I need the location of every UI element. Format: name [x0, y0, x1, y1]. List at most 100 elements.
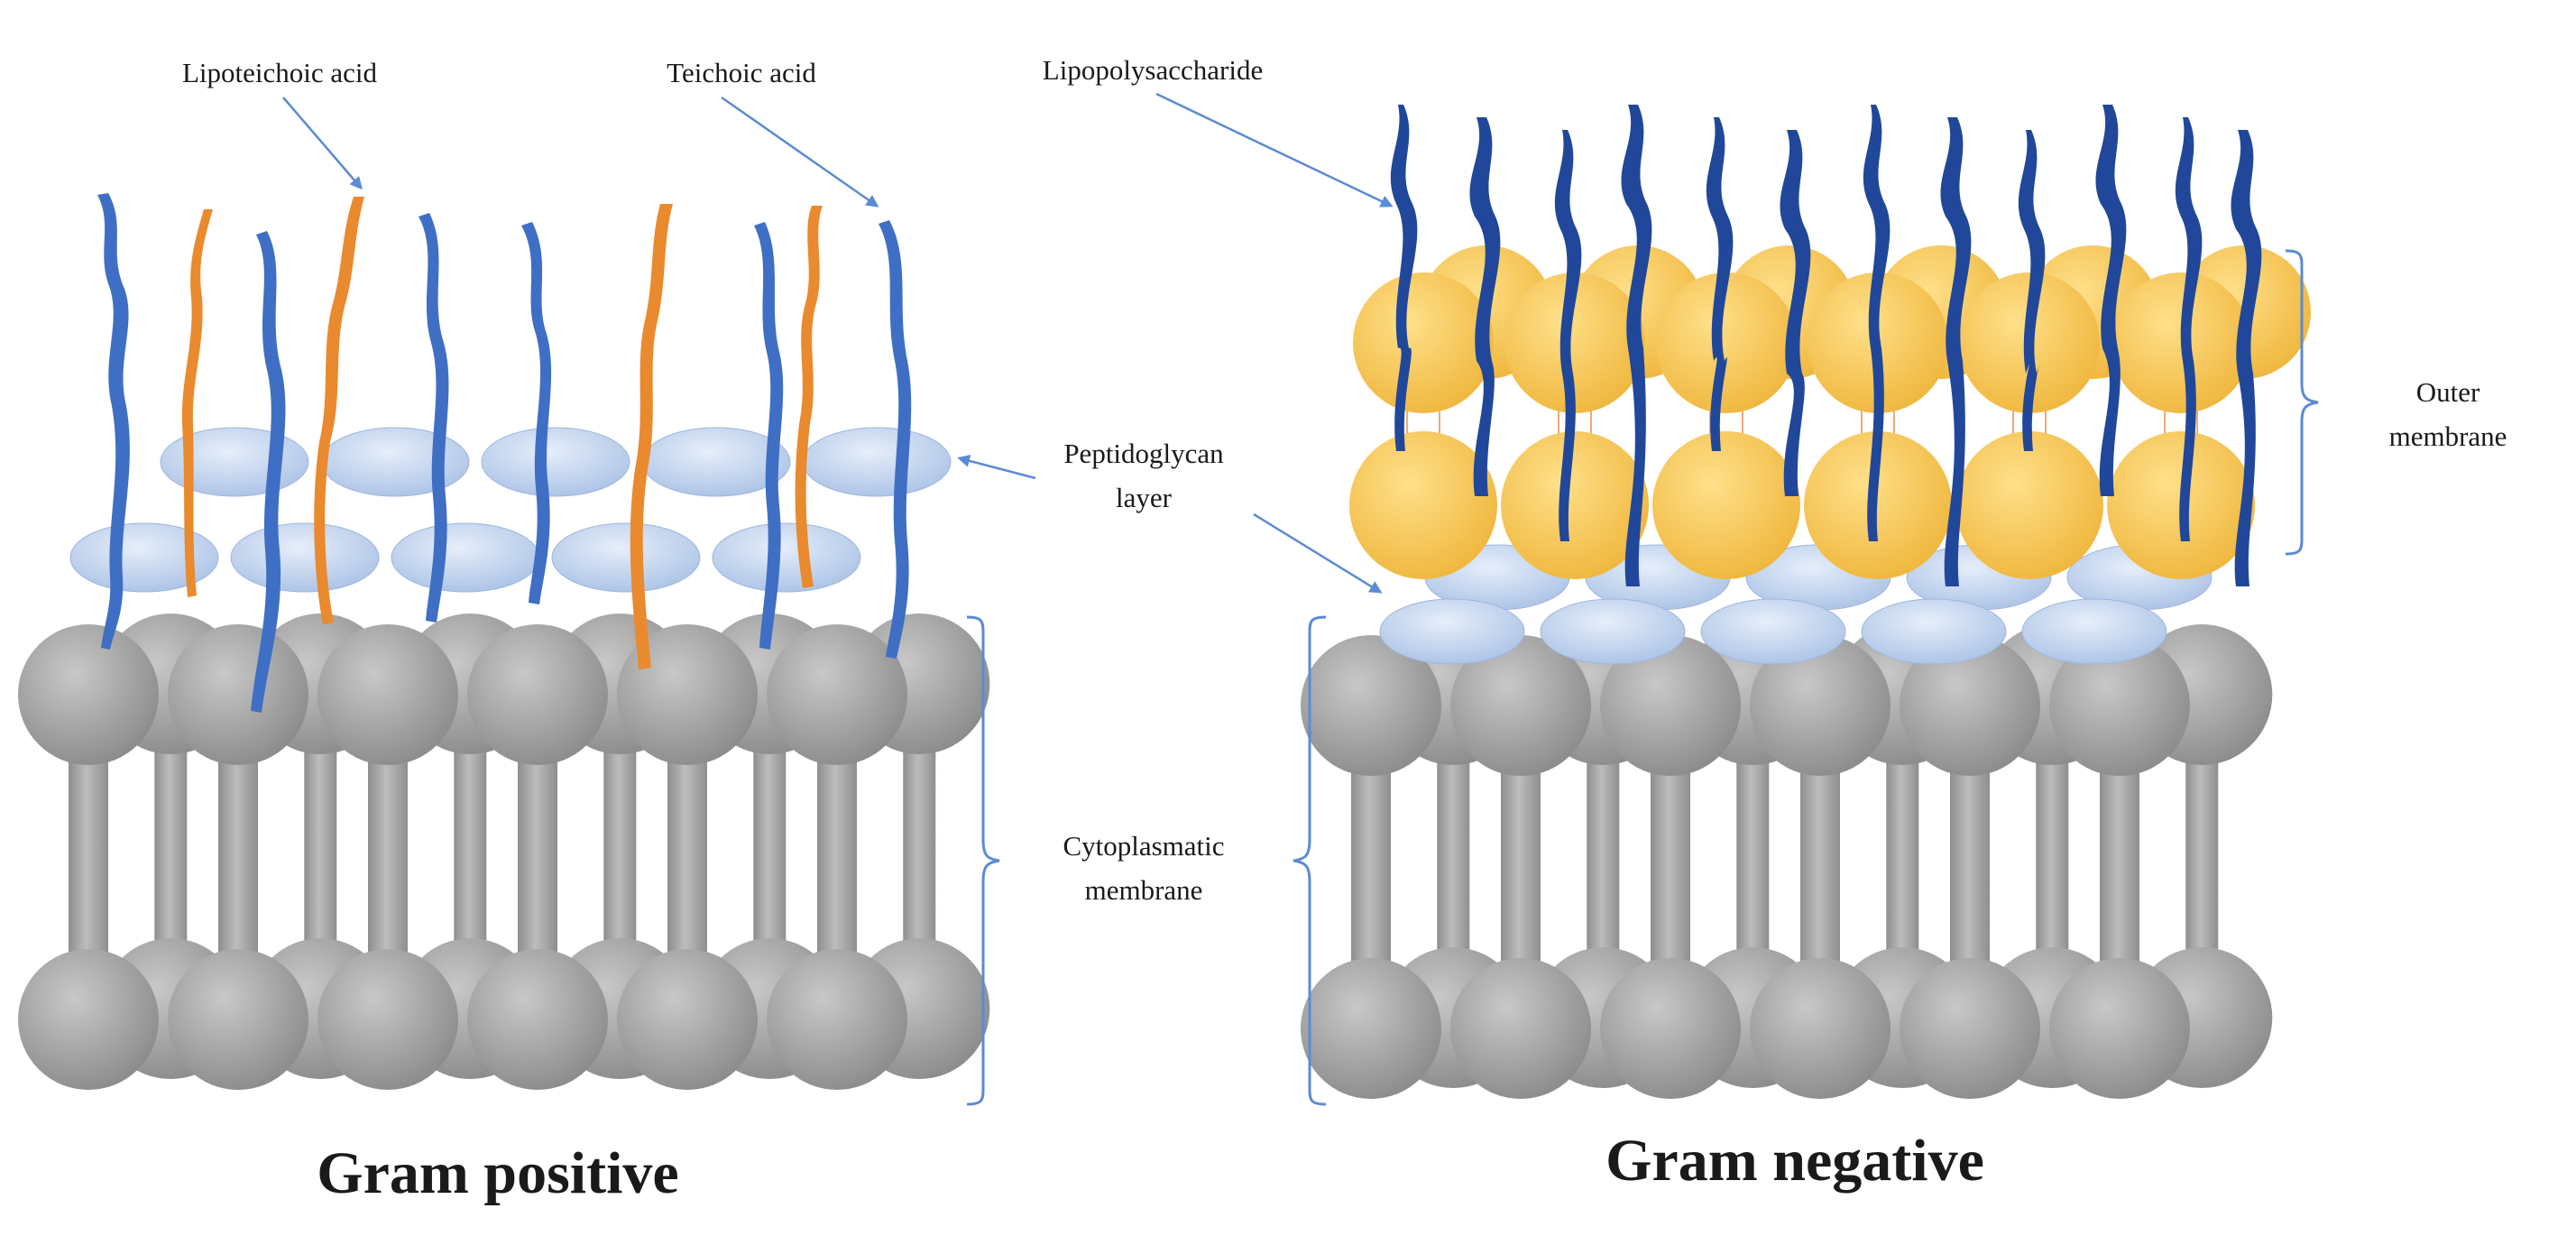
lipid-head	[1600, 958, 1741, 1099]
lipid-tail	[903, 713, 936, 1001]
gn-outer-membrane-bracket	[2285, 249, 2319, 556]
ta-strand	[879, 220, 912, 659]
lipid-head	[1450, 958, 1591, 1099]
peptidoglycan-unit	[1861, 598, 2007, 665]
arrow-lipopolysaccharide	[1155, 92, 1394, 208]
ta-strand	[251, 231, 286, 713]
lipid-tail	[1886, 724, 1919, 1010]
outer-lipid-head	[1504, 272, 1645, 413]
lps-strand	[2018, 130, 2046, 451]
lipid-tail	[304, 713, 337, 1001]
lipid-head	[1900, 958, 2040, 1099]
lipid-tail	[1437, 724, 1470, 1010]
gp-lipoteichoic-acid-strands	[181, 197, 823, 669]
lipid-tail	[2100, 733, 2139, 1010]
gram-negative-panel	[1301, 105, 2311, 1099]
peptidoglycan-unit	[2021, 598, 2167, 665]
gn-outer-membrane	[1349, 245, 2311, 579]
gn-outer-heads-front	[1349, 272, 2255, 579]
labels: Lipoteichoic acid Teichoic acid Lipopoly…	[182, 54, 2507, 1206]
lipid-head	[1750, 635, 1891, 776]
lipid-tail	[518, 722, 557, 1001]
lipid-head	[1600, 635, 1741, 776]
lipid-tail	[603, 713, 637, 1001]
lipid-tail	[454, 713, 487, 1001]
gn-peptidoglycan-layer	[1379, 544, 2213, 665]
lipid-tail	[368, 722, 408, 1001]
lps-strand	[1390, 105, 1418, 451]
lipid-tail	[2036, 724, 2069, 1010]
peptidoglycan-unit	[802, 427, 952, 497]
gn-cytoplasmic-bracket	[1293, 615, 1327, 1106]
lipid-tail	[2185, 724, 2219, 1010]
lipid-tail	[1800, 733, 1840, 1010]
outer-lipid-head	[1656, 272, 1797, 413]
lipid-head	[1450, 635, 1591, 776]
lta-strand	[181, 209, 213, 597]
gp-tails-front	[69, 722, 857, 1001]
label-lipoteichoic-acid: Lipoteichoic acid	[182, 57, 378, 88]
lps-strand	[1469, 117, 1501, 496]
gp-teichoic-acid-strands	[97, 193, 912, 713]
lipid-tail	[753, 713, 787, 1001]
lps-strand	[1706, 117, 1734, 451]
arrow-lipoteichoic	[282, 97, 363, 190]
lipid-head	[1750, 958, 1891, 1099]
lta-strand	[795, 206, 823, 588]
brackets	[966, 249, 2319, 1106]
label-peptidoglycan-layer: layer	[1116, 482, 1173, 513]
lipid-head	[18, 624, 159, 765]
lipid-tail	[1950, 733, 1990, 1010]
lipid-tail	[1351, 733, 1391, 1010]
pointer-arrows	[282, 92, 1394, 594]
label-lipopolysaccharide: Lipopolysaccharide	[1043, 54, 1263, 86]
peptidoglycan-unit	[1540, 598, 1686, 665]
gp-tails-back	[154, 713, 936, 1001]
peptidoglycan-unit	[481, 427, 630, 497]
gp-peptidoglycan-layer	[69, 427, 952, 593]
title-gram-positive: Gram positive	[317, 1140, 678, 1206]
outer-lipid-head	[1804, 431, 1952, 579]
lipid-head	[467, 949, 608, 1090]
lipid-tail	[1501, 733, 1541, 1010]
lipid-tail	[1736, 724, 1770, 1010]
lipid-tail	[667, 722, 707, 1001]
lipid-head	[617, 624, 758, 765]
lipid-tail	[69, 722, 108, 1001]
outer-lipid-head	[1501, 431, 1649, 579]
label-cytoplasmatic-membrane: membrane	[1085, 874, 1203, 906]
lipid-head	[317, 624, 458, 765]
gram-positive-panel	[18, 193, 990, 1090]
lps-strand	[1863, 105, 1891, 541]
lipid-tail	[1651, 733, 1690, 1010]
lipid-tail	[1587, 724, 1620, 1010]
lipid-head	[1900, 635, 2040, 776]
lps-strand	[2095, 105, 2127, 496]
lipid-head	[18, 949, 159, 1090]
peptidoglycan-unit	[1700, 598, 1846, 665]
gn-heads-top-front	[1301, 635, 2190, 776]
lps-strand	[1554, 130, 1582, 541]
peptidoglycan-unit	[1379, 598, 1525, 665]
peptidoglycan-unit	[69, 522, 219, 593]
lipid-tail	[817, 722, 857, 1001]
ta-strand	[97, 193, 130, 650]
gp-heads-top-front	[18, 624, 907, 765]
lipid-head	[1301, 635, 1441, 776]
ta-strand	[419, 213, 449, 623]
gn-tails-front	[1351, 733, 2139, 1010]
gp-cytoplasmic-membrane	[18, 613, 990, 1090]
label-teichoic-acid: Teichoic acid	[667, 57, 816, 88]
lipid-head	[767, 949, 907, 1090]
gn-heads-bottom-front	[1301, 958, 2190, 1099]
lps-strand	[1621, 105, 1652, 586]
peptidoglycan-unit	[320, 427, 470, 497]
peptidoglycan-unit	[160, 427, 309, 497]
lps-strand	[2231, 130, 2262, 586]
lps-strand	[1940, 117, 1972, 586]
gn-lipopolysaccharide-strands	[1390, 105, 2262, 586]
arrow-teichoic	[721, 96, 879, 208]
gn-tails-back	[1437, 724, 2219, 1010]
lta-strand	[314, 197, 364, 624]
